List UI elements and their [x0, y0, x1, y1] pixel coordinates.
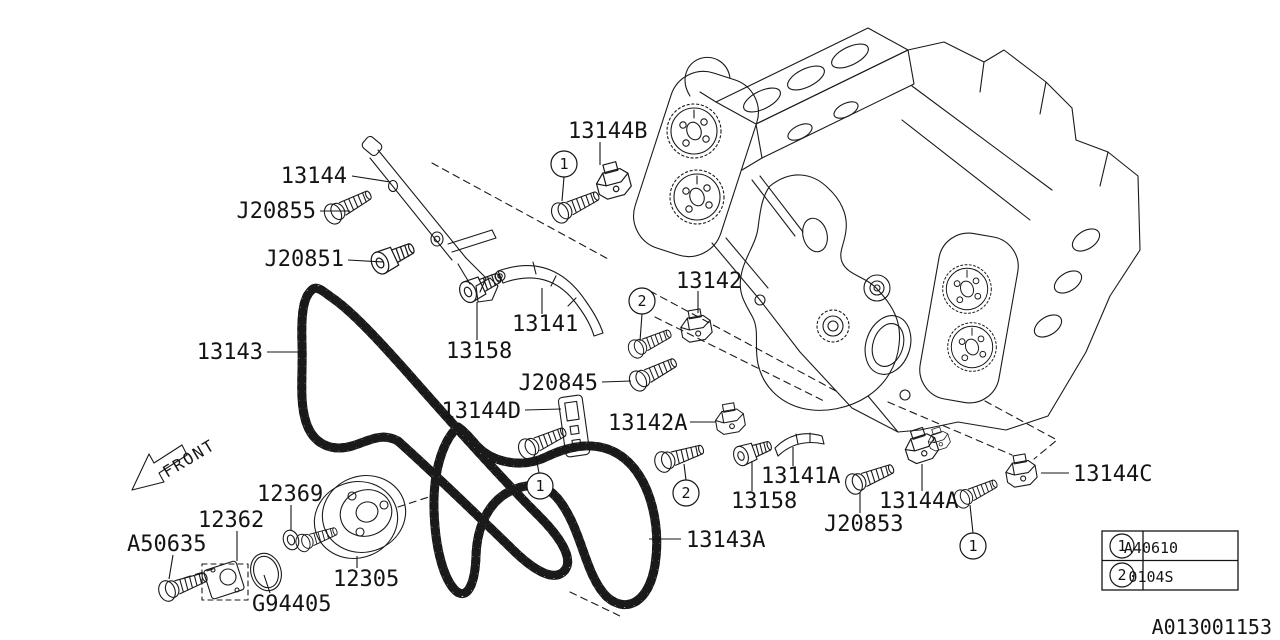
- leader-callout-4: [683, 463, 687, 481]
- bolt-j20851: [367, 236, 419, 278]
- bolt-callout2-a: [624, 323, 675, 362]
- part-label-13144c[interactable]: 13144C: [1073, 462, 1152, 487]
- bolt-j20845: [625, 351, 681, 395]
- front-arrow-icon: [131, 444, 188, 491]
- reference-dashes: [183, 162, 1058, 618]
- part-label-12305[interactable]: 12305: [333, 567, 399, 592]
- leader-lines: [168, 142, 1069, 594]
- drawing-code: A013001153: [1152, 615, 1272, 639]
- callout-1-5[interactable]: 1: [959, 532, 987, 560]
- legend-code-1: A40610: [1124, 539, 1178, 557]
- part-label-13144d[interactable]: 13144D: [442, 399, 521, 424]
- part-label-13141a[interactable]: 13141A: [761, 464, 840, 489]
- crank-sprocket: [816, 274, 891, 343]
- part-label-13142a[interactable]: 13142A: [608, 411, 687, 436]
- part-label-13143[interactable]: 13143: [197, 340, 263, 365]
- timing-cover: [711, 174, 912, 433]
- leader-13144: [351, 175, 391, 183]
- washer-12369: [282, 529, 300, 551]
- svg-text:2: 2: [637, 292, 646, 310]
- legend-row-2[interactable]: 2 0104S: [1109, 562, 1174, 588]
- part-label-13144[interactable]: 13144: [281, 164, 347, 189]
- engine-line-art: [131, 27, 1141, 618]
- callout-2-4[interactable]: 2: [672, 479, 700, 507]
- bolt-callout1-a: [547, 185, 604, 227]
- bolt-12369: [293, 521, 341, 555]
- svg-text:1: 1: [559, 155, 568, 173]
- callout-1-1[interactable]: 1: [550, 150, 578, 178]
- legend-row-1[interactable]: 1 A40610: [1109, 533, 1178, 559]
- cylinder-head-left: [684, 27, 915, 171]
- front-label: FRONT: [159, 435, 219, 481]
- crank-pulley-12305: [313, 475, 407, 559]
- part-label-g94405[interactable]: G94405: [252, 592, 331, 617]
- part-label-13144a[interactable]: 13144A: [879, 489, 958, 514]
- o-ring-g94405: [250, 552, 282, 592]
- leader-callout-5: [969, 504, 974, 534]
- svg-text:2: 2: [681, 484, 690, 502]
- legend-table: 1 A40610 2 0104S: [1101, 530, 1239, 591]
- leader-a50635: [168, 554, 174, 580]
- leader-j20851: [347, 259, 385, 263]
- svg-text:1: 1: [1117, 537, 1126, 555]
- leader-g94405: [263, 574, 271, 594]
- part-label-j20855[interactable]: J20855: [237, 199, 316, 224]
- part-label-13142[interactable]: 13142: [676, 269, 742, 294]
- part-label-12369[interactable]: 12369: [257, 482, 323, 507]
- part-label-j20845[interactable]: J20845: [519, 371, 598, 396]
- part-label-13158-2[interactable]: 13158: [731, 489, 797, 514]
- part-label-13143a[interactable]: 13143A: [686, 528, 765, 553]
- collar-13158-2: [730, 435, 775, 469]
- camshaft-sprockets-left: [633, 70, 759, 258]
- tensioner-13144c: [1002, 451, 1039, 489]
- leader-callout-1: [561, 176, 565, 202]
- part-label-a50635[interactable]: A50635: [127, 532, 206, 557]
- bolt-j20855: [320, 184, 376, 228]
- leader-callout-3: [535, 456, 540, 474]
- callout-2-2[interactable]: 2: [628, 287, 656, 315]
- pulley-key-plate-12362: [201, 560, 249, 601]
- callouts: 1 2 1 2 1: [526, 150, 987, 560]
- svg-text:1: 1: [968, 537, 977, 555]
- timing-chain-13143a: [429, 422, 662, 610]
- leader-13144d: [524, 408, 562, 411]
- part-label-13158-1[interactable]: 13158: [446, 339, 512, 364]
- tensioner-13142a: [712, 400, 747, 436]
- part-label-13141[interactable]: 13141: [512, 312, 578, 337]
- part-label-j20853[interactable]: J20853: [824, 512, 903, 537]
- part-label-13144b[interactable]: 13144B: [568, 119, 647, 144]
- part-label-12362[interactable]: 12362: [198, 508, 264, 533]
- legend-code-2: 0104S: [1128, 568, 1173, 586]
- engine-block-right: [867, 41, 1141, 433]
- chain-guide-13141: [494, 261, 604, 337]
- chain-guide-13141a: [774, 432, 825, 457]
- svg-text:2: 2: [1117, 566, 1126, 584]
- bolt-callout1-c: [950, 473, 1001, 512]
- bolt-callout2-b: [651, 438, 707, 476]
- part-label-j20851[interactable]: J20851: [265, 247, 344, 272]
- callout-1-3[interactable]: 1: [526, 472, 554, 500]
- leader-j20845: [601, 380, 632, 383]
- tensioner-13142: [677, 306, 714, 344]
- camshaft-sprockets-right: [919, 232, 1019, 404]
- leader-callout-2: [639, 313, 643, 342]
- svg-text:1: 1: [535, 477, 544, 495]
- timing-chain-13143: [297, 283, 573, 580]
